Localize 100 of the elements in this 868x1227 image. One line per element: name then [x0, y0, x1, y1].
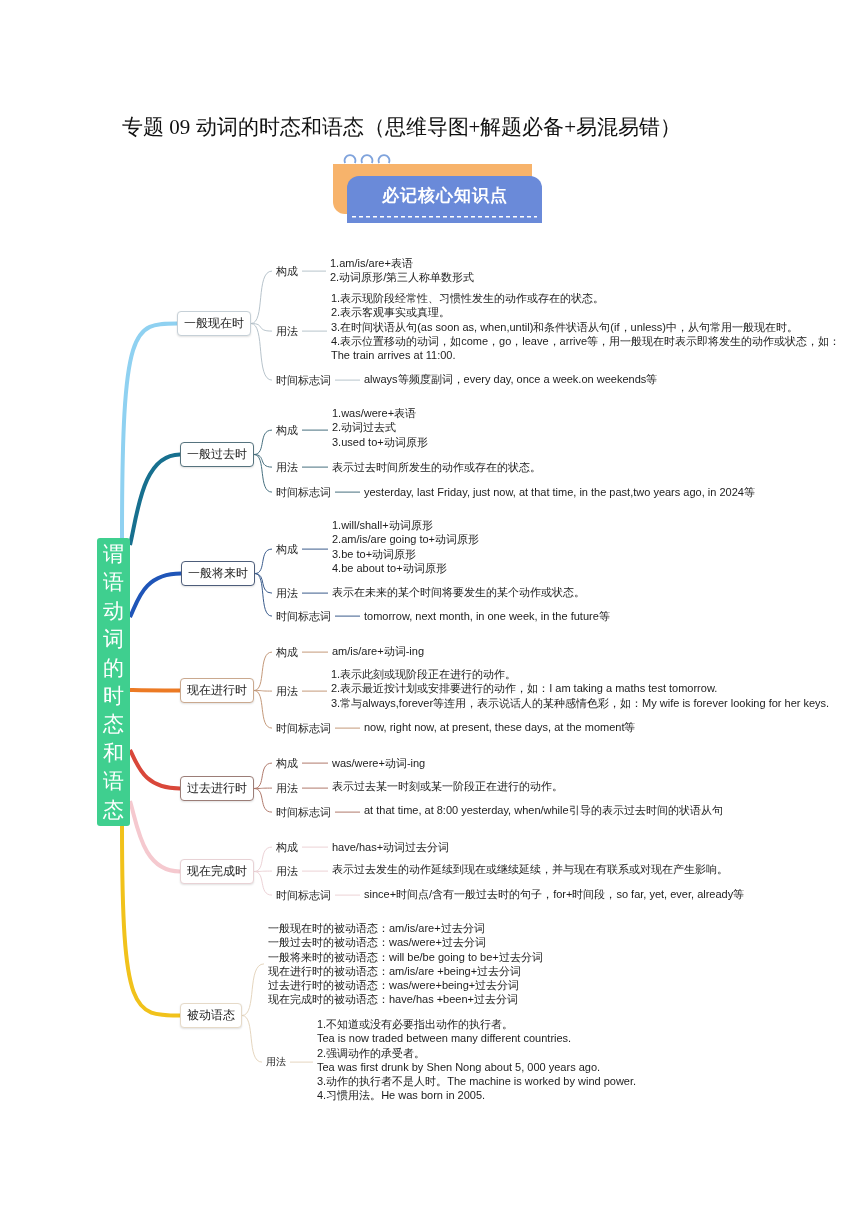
- rule-text: 表示在未来的某个时间将要发生的某个动作或状态。: [328, 585, 589, 600]
- rule-text: 2.动词过去式: [332, 420, 398, 435]
- topic-box: 一般现在时: [177, 311, 251, 336]
- rule-text: 过去进行时的被动语态：was/were+being+过去分词: [268, 978, 521, 993]
- connector-line: [301, 429, 329, 431]
- category-label: 用法: [272, 460, 302, 475]
- branch-curve: [128, 452, 181, 546]
- rule-text: am/is/are+动词-ing: [328, 644, 428, 659]
- category-label: 构成: [272, 840, 302, 855]
- central-topic-box: 谓语动词的时态和语态: [97, 538, 130, 827]
- bracket-curve: [241, 963, 265, 1016]
- rule-text: 3.在时间状语从句(as soon as, when,until)和条件状语从句(if，unless)中，从句常用一般现在时。: [331, 319, 799, 334]
- category-label: 时间标志词: [272, 805, 335, 820]
- connector-line: [301, 651, 329, 653]
- branch-curve: [128, 800, 181, 874]
- rule-text: 3.be to+动词原形: [332, 546, 418, 561]
- rule-text: 一般将来时的被动语态：will be/be going to be+过去分词: [268, 949, 543, 964]
- bracket-curve: [253, 788, 273, 813]
- rule-text: 现在进行时的被动语态：am/is/are +being+过去分词: [268, 963, 523, 979]
- category-label: 时间标志词: [272, 373, 335, 388]
- rule-text: 1.was/were+表语: [332, 406, 418, 421]
- rule-text: 表示过去某一时刻或某一阶段正在进行的动作。: [328, 779, 567, 794]
- rule-text: 2.表示客观事实或真理。: [331, 305, 452, 320]
- branch-curve: [120, 321, 178, 538]
- topic-box: 被动语态: [180, 1003, 242, 1028]
- rule-text: Tea was first drunk by Shen Nong about 5, 000 years ago.: [317, 1059, 602, 1075]
- category-label: 用法: [262, 1055, 290, 1070]
- rule-text: 2.强调动作的承受者。: [317, 1045, 427, 1060]
- category-label: 时间标志词: [272, 485, 335, 500]
- category-label: 构成: [272, 423, 302, 438]
- connector-line: [334, 727, 361, 729]
- connector-line: [334, 615, 361, 617]
- topic-box: 一般过去时: [180, 442, 254, 467]
- connector-line: [301, 548, 329, 550]
- rule-text: 表示过去发生的动作延续到现在或继续延续，并与现在有联系或对现在产生影响。: [328, 862, 732, 877]
- topic-box: 现在进行时: [180, 678, 254, 703]
- bracket-curve: [253, 454, 273, 493]
- topic-box: 现在完成时: [180, 859, 254, 884]
- bracket-curve: [253, 871, 273, 896]
- connector-line: [301, 787, 329, 789]
- bracket-curve: [253, 846, 273, 872]
- rule-text: since+时间点/含有一般过去时的句子，for+时间段，so far, yet, ever, already等: [360, 887, 749, 902]
- rule-text: 2.表示最近按计划或安排要进行的动作，如：I am taking a maths test tomorrow.: [331, 681, 719, 696]
- category-label: 用法: [272, 684, 302, 699]
- rule-text: have/has+动词过去分词: [328, 840, 454, 855]
- category-label: 用法: [272, 781, 302, 796]
- connector-line: [334, 811, 361, 813]
- rule-text: at that time, at 8:00 yesterday, when/while引导的表示过去时间的状语从句: [360, 803, 727, 818]
- rule-text: 4.be about to+动词原形: [332, 560, 448, 576]
- rule-text: 一般过去时的被动语态：was/were+过去分词: [268, 935, 487, 950]
- connector-line: [301, 330, 328, 332]
- bracket-curve: [253, 651, 273, 691]
- connector-line: [301, 466, 329, 468]
- bracket-curve: [250, 323, 273, 381]
- category-label: 构成: [272, 542, 302, 557]
- page-title: 专题 09 动词的时态和语态（思维导图+解题必备+易混易错）: [122, 114, 682, 141]
- rule-text: always等频度副词，every day, once a week.on weekends等: [360, 372, 662, 387]
- branch-curve: [120, 826, 181, 1018]
- connector-line: [289, 1061, 314, 1063]
- rule-text: Tea is now traded between many different countries.: [317, 1031, 573, 1046]
- category-label: 时间标志词: [272, 721, 335, 736]
- rule-text: 2.am/is/are going to+动词原形: [332, 532, 480, 547]
- connector-line: [301, 592, 329, 594]
- bracket-curve: [250, 270, 273, 324]
- bracket-curve: [253, 690, 273, 729]
- category-label: 用法: [272, 586, 302, 601]
- category-label: 用法: [272, 324, 302, 339]
- category-label: 时间标志词: [272, 609, 335, 624]
- rule-text: 表示过去时间所发生的动作或存在的状态。: [328, 460, 545, 475]
- rule-text: 3.常与always,forever等连用，表示说话人的某种感情色彩，如：My wife is forever looking for her keys.: [331, 695, 830, 710]
- rule-text: was/were+动词-ing: [328, 756, 430, 771]
- category-label: 时间标志词: [272, 888, 335, 903]
- rule-text: 1.不知道或没有必要指出动作的执行者。: [317, 1017, 515, 1032]
- connector-line: [301, 270, 327, 272]
- rule-text: 1.表示此刻或现阶段正在进行的动作。: [331, 667, 518, 682]
- category-label: 构成: [272, 645, 302, 660]
- rule-text: 1.表示现阶段经常性、习惯性发生的动作或存在的状态。: [331, 291, 606, 306]
- rule-text: 3.used to+动词原形: [332, 434, 428, 449]
- topic-box: 一般将来时: [181, 561, 255, 586]
- bracket-curve: [254, 573, 273, 594]
- rule-text: 3.动作的执行者不是人时。The machine is worked by wind power.: [317, 1074, 637, 1089]
- branch-curve: [128, 749, 181, 791]
- rule-text: 4.表示位置移动的动词，如come，go，leave，arrive等，用一般现在时表示即将发生的动作或状态，如：The train arrives at 11:00.: [331, 333, 842, 363]
- connector-line: [334, 491, 361, 493]
- branch-curve: [128, 571, 182, 618]
- rule-text: 一般现在时的被动语态：am/is/are+过去分词: [268, 921, 486, 936]
- connector-line: [301, 762, 329, 764]
- category-label: 构成: [272, 756, 302, 771]
- topic-box: 过去进行时: [180, 776, 254, 801]
- rule-text: now, right now, at present, these days, at the moment等: [360, 720, 640, 735]
- rule-text: tomorrow, next month, in one week, in the future等: [360, 609, 614, 624]
- rule-text: 1.am/is/are+表语: [330, 256, 414, 271]
- bracket-curve: [254, 573, 273, 617]
- connector-line: [334, 379, 361, 381]
- rule-text: 1.will/shall+动词原形: [332, 518, 434, 533]
- rule-text: 2.动词原形/第三人称单数形式: [330, 270, 475, 285]
- connector-line: [301, 690, 328, 692]
- rule-text: yesterday, last Friday, just now, at that time, in the past,two years ago, in 2024等: [360, 485, 759, 500]
- rule-text: 现在完成时的被动语态：have/has +been+过去分词: [268, 992, 520, 1007]
- bracket-curve: [254, 548, 273, 574]
